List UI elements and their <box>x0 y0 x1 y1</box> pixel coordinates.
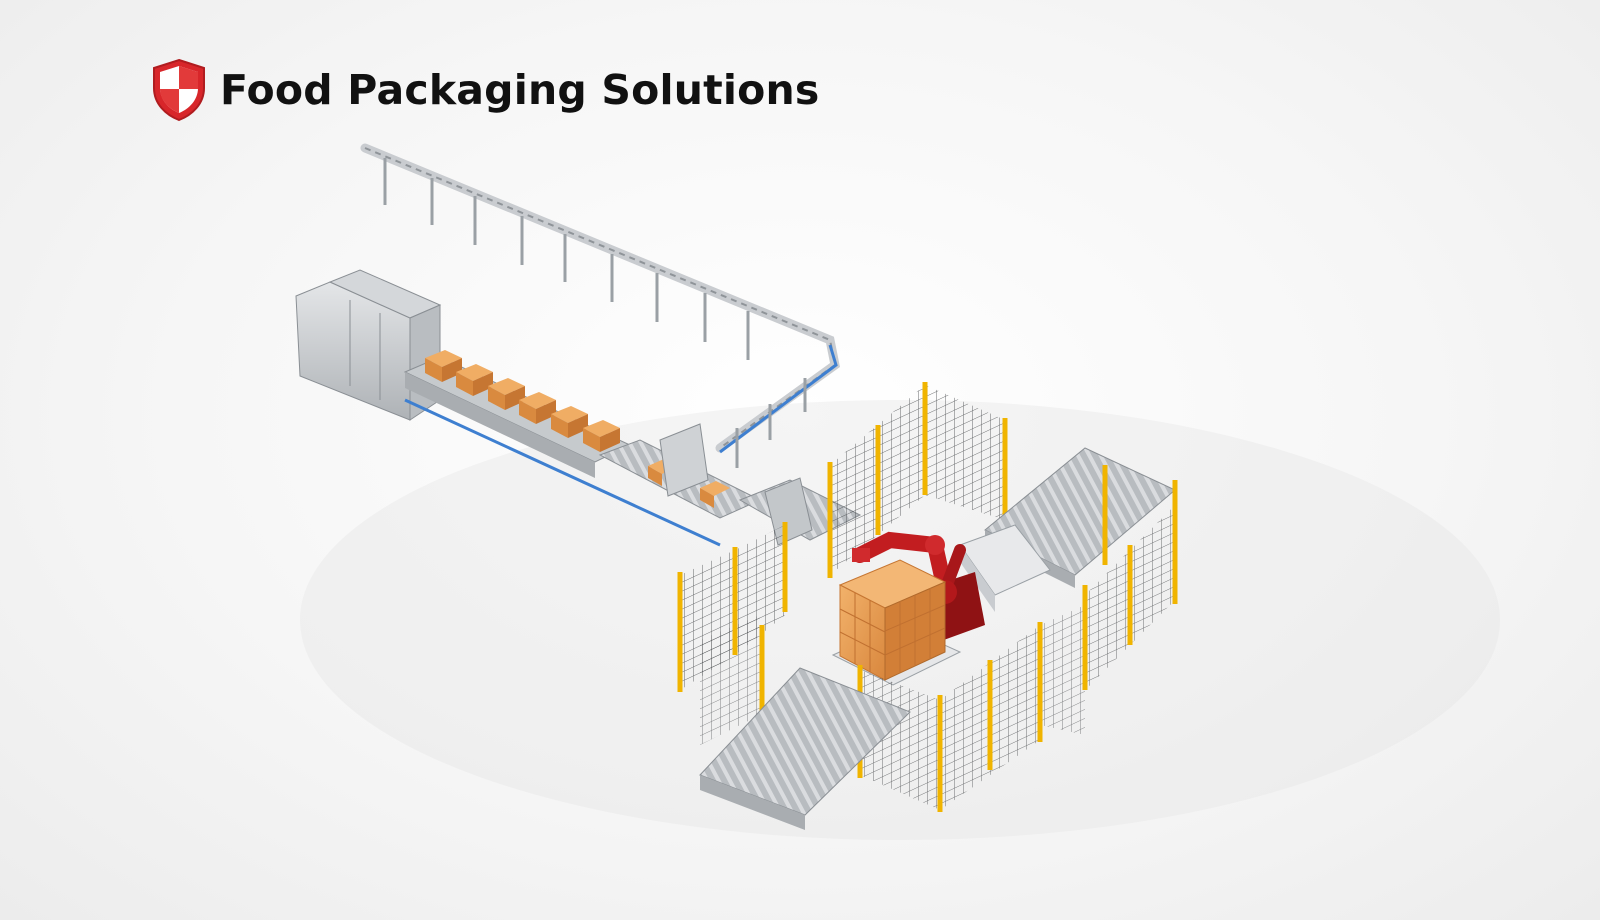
pallet-infeed-conveyor <box>959 447 1176 612</box>
overhead-conveyor <box>360 143 840 468</box>
shield-logo-icon <box>153 58 205 122</box>
safety-fence-back <box>827 382 1008 578</box>
pallet-load <box>831 559 962 686</box>
header: Food Packaging Solutions <box>150 58 820 122</box>
page-title: Food Packaging Solutions <box>220 66 820 114</box>
pallet-outfeed-conveyor <box>699 667 911 830</box>
safety-fence-left <box>677 522 788 745</box>
case-erector-machine <box>295 269 442 421</box>
